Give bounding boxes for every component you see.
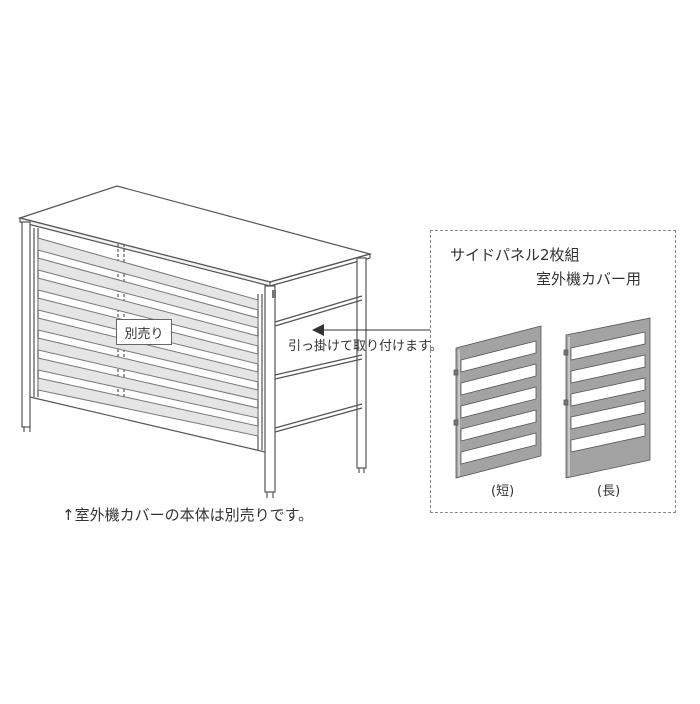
long-panel-label: (長)	[597, 484, 621, 499]
hook-mounting-note: 引っ掛けて取り付けます。	[288, 339, 443, 354]
sold-separately-badge: 別売り	[116, 319, 172, 345]
panel-set-subtitle: 室外機カバー用	[536, 270, 642, 288]
short-side-panel	[453, 325, 542, 479]
short-panel-label: (短)	[491, 484, 515, 499]
left-arrow	[312, 324, 430, 336]
front-louvers	[37, 237, 259, 437]
footnote: ↑室外機カバーの本体は別売りです。	[62, 506, 314, 524]
long-side-panel	[563, 317, 651, 479]
cover-unit	[17, 185, 373, 498]
panel-set-title: サイドパネル2枚組	[450, 246, 580, 264]
product-frame	[430, 230, 676, 513]
